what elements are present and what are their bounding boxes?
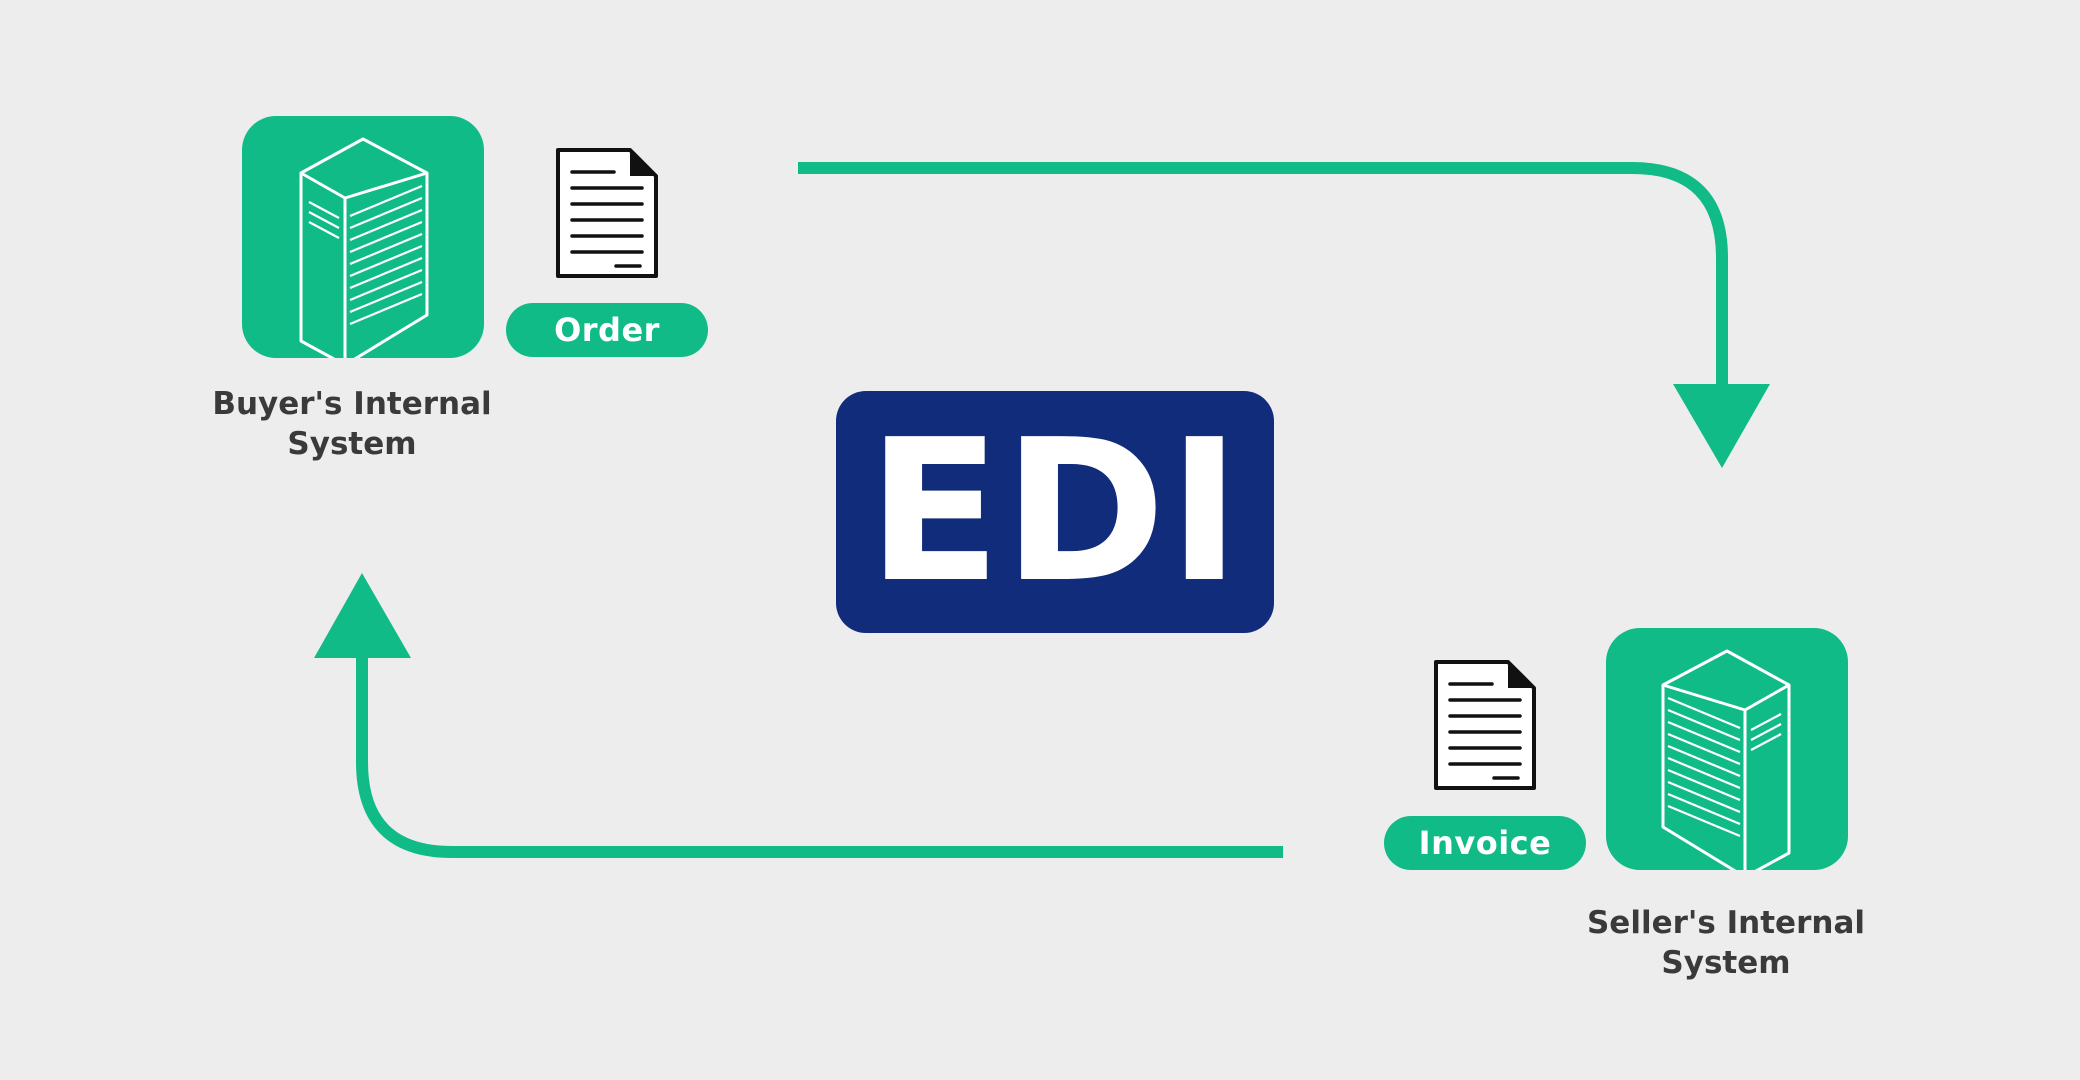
edi-label: EDI [867,398,1243,626]
seller-server-icon [1606,628,1848,870]
buyer-server-icon [242,116,484,358]
order-flow-arrow [798,162,1770,468]
buyer-label-line2: System [287,426,417,462]
order-document-icon [556,148,658,278]
invoice-badge: Invoice [1384,816,1586,870]
seller-label-line1: Seller's Internal [1586,905,1865,941]
buyer-system-label: Buyer's Internal System [202,384,502,464]
seller-system-label: Seller's Internal System [1576,903,1876,983]
buyer-label-line1: Buyer's Internal [212,386,492,422]
seller-label-line2: System [1661,945,1791,981]
invoice-document-icon [1434,660,1536,790]
invoice-flow-arrow [314,573,1283,858]
edi-label-box: EDI [836,391,1274,633]
order-badge: Order [506,303,708,357]
